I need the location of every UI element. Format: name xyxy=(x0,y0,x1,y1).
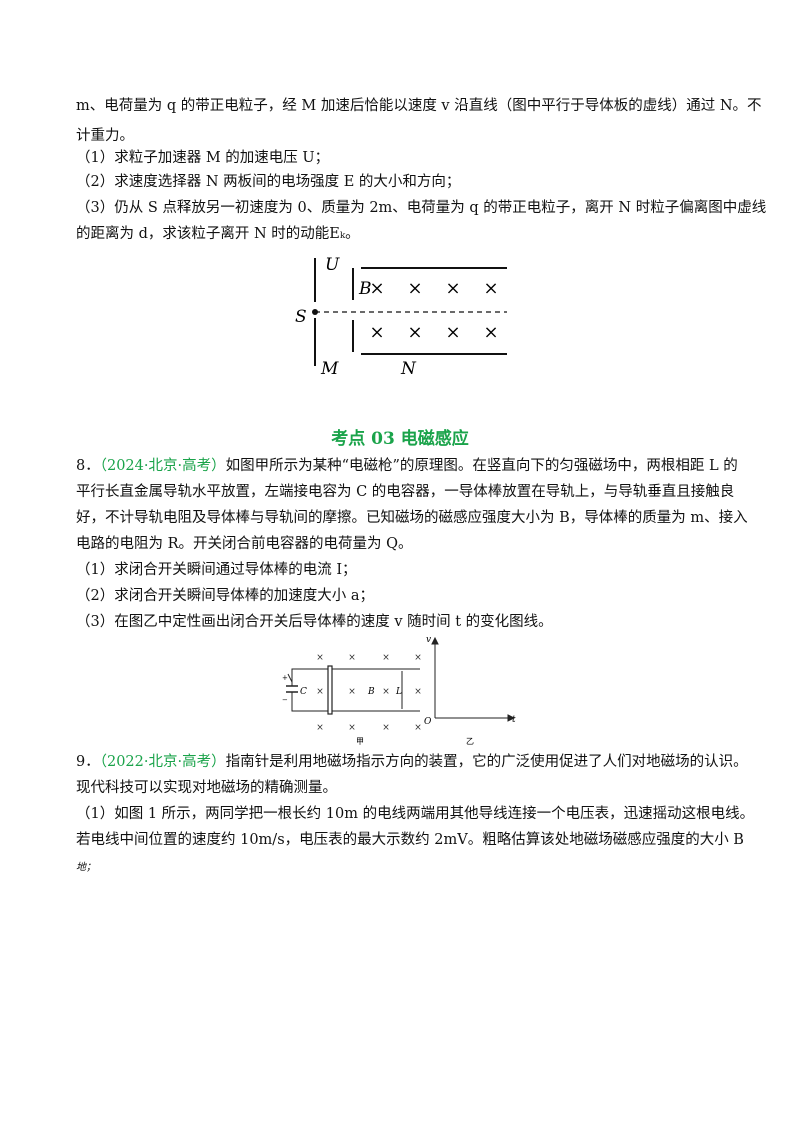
label-plus: + xyxy=(282,674,288,682)
q7-line-6: 的距离为 d，求该粒子离开 N 时的动能Eₖ。 xyxy=(76,226,360,242)
field-cross: × xyxy=(348,687,356,697)
q8-source-tag: （2024·北京·高考） xyxy=(99,458,226,474)
label-minus: − xyxy=(282,696,288,704)
q8-part-1: （1）求闭合开关瞬间通过导体棒的电流 I； xyxy=(76,562,357,578)
q8-line-4: 电路的电阻为 R。开关闭合前电容器的电荷量为 Q。 xyxy=(76,536,413,552)
q8-part-2: （2）求闭合开关瞬间导体棒的加速度大小 a； xyxy=(76,588,374,604)
field-cross: × xyxy=(414,687,422,697)
label-jia: 甲 xyxy=(356,737,364,746)
conductor-rod xyxy=(327,665,333,715)
label-t: t xyxy=(512,715,516,725)
rail-top xyxy=(291,668,420,682)
label-b: B xyxy=(358,279,372,299)
label-v: v xyxy=(426,636,431,645)
label-yi: 乙 xyxy=(466,737,474,746)
v-axis-arrow xyxy=(431,636,439,645)
q9-line-2: 现代科技可以实现对地磁场的精确测量。 xyxy=(76,780,337,796)
q9-line-1-text: 指南针是利用地磁场指示方向的装置，它的广泛使用促进了人们对地磁场的认识。 xyxy=(225,754,748,770)
field-cross: × xyxy=(369,322,384,343)
field-cross: × xyxy=(382,687,390,697)
q7-part-1: （1）求粒子加速器 M 的加速电压 U； xyxy=(76,150,330,166)
field-cross: × xyxy=(407,322,422,343)
point-s xyxy=(312,309,318,315)
field-cross: × xyxy=(316,687,324,697)
field-cross: × xyxy=(414,653,422,663)
q7-part-2: （2）求速度选择器 N 两板间的电场强度 E 的大小和方向； xyxy=(76,174,461,190)
field-cross: × xyxy=(414,723,422,733)
field-cross: × xyxy=(382,723,390,733)
field-cross: × xyxy=(483,278,498,299)
q8-line-1: 8．（2024·北京·高考）如图甲所示为某种“电磁枪”的原理图。在竖直向下的匀强… xyxy=(76,456,738,476)
q8-figure: × × × × × × × × × × × × C B L v O t + − xyxy=(282,636,516,746)
q8-line-2: 平行长直金属导轨水平放置，左端接电容为 C 的电容器，一导体棒放置在导轨上，与导… xyxy=(76,484,735,500)
field-cross: × xyxy=(445,278,460,299)
switch xyxy=(287,673,293,683)
field-cross: × xyxy=(369,278,384,299)
q8-line-3: 好，不计导轨电阻及导体棒与导轨间的摩擦。已知磁场的磁感应强度大小为 B，导体棒的… xyxy=(76,510,748,526)
field-cross: × xyxy=(348,653,356,663)
q7-line-2: 计重力。 xyxy=(76,128,134,144)
q8-number: 8． xyxy=(76,458,100,474)
label-l: L xyxy=(395,687,402,697)
q9-line-4: 若电线中间位置的速度约 10m/s，电压表的最大示数约 2mV。粗略估算该处地磁… xyxy=(76,832,744,848)
q9-part-1: （1）如图 1 所示，两同学把一根长约 10m 的电线两端用其他导线连接一个电压… xyxy=(76,806,755,822)
field-cross: × xyxy=(483,322,498,343)
q9-source-tag: （2022·北京·高考） xyxy=(99,754,226,770)
label-c: C xyxy=(300,687,307,697)
label-n: N xyxy=(400,359,417,379)
label-b: B xyxy=(367,687,375,697)
q8-line-1-text: 如图甲所示为某种“电磁枪”的原理图。在竖直向下的匀强磁场中，两根相距 L 的 xyxy=(225,458,738,474)
q8-part-3: （3）在图乙中定性画出闭合开关后导体棒的速度 v 随时间 t 的变化图线。 xyxy=(76,614,553,630)
label-m: M xyxy=(320,359,339,379)
rail-bottom xyxy=(291,698,420,712)
section-heading: 考点 03 电磁感应 xyxy=(331,429,469,449)
t-axis-arrow xyxy=(507,714,516,722)
label-s: S xyxy=(295,307,307,327)
q7-figure: U B S M N × × × × × × × × xyxy=(295,255,507,379)
field-cross: × xyxy=(445,322,460,343)
q7-part-3: （3）仍从 S 点释放另一初速度为 0、质量为 2m、电荷量为 q 的带正电粒子… xyxy=(76,200,767,216)
label-u: U xyxy=(325,255,340,275)
q9-subscript-line: 地； xyxy=(76,862,96,873)
field-cross: × xyxy=(348,723,356,733)
field-cross: × xyxy=(382,653,390,663)
q7-line-1: m、电荷量为 q 的带正电粒子，经 M 加速后恰能以速度 v 沿直线（图中平行于… xyxy=(76,98,762,114)
label-o: O xyxy=(424,717,432,727)
field-cross: × xyxy=(316,653,324,663)
q9-line-1: 9．（2022·北京·高考）指南针是利用地磁场指示方向的装置，它的广泛使用促进了… xyxy=(76,752,748,772)
q9-number: 9． xyxy=(76,754,100,770)
field-cross: × xyxy=(316,723,324,733)
field-cross: × xyxy=(407,278,422,299)
